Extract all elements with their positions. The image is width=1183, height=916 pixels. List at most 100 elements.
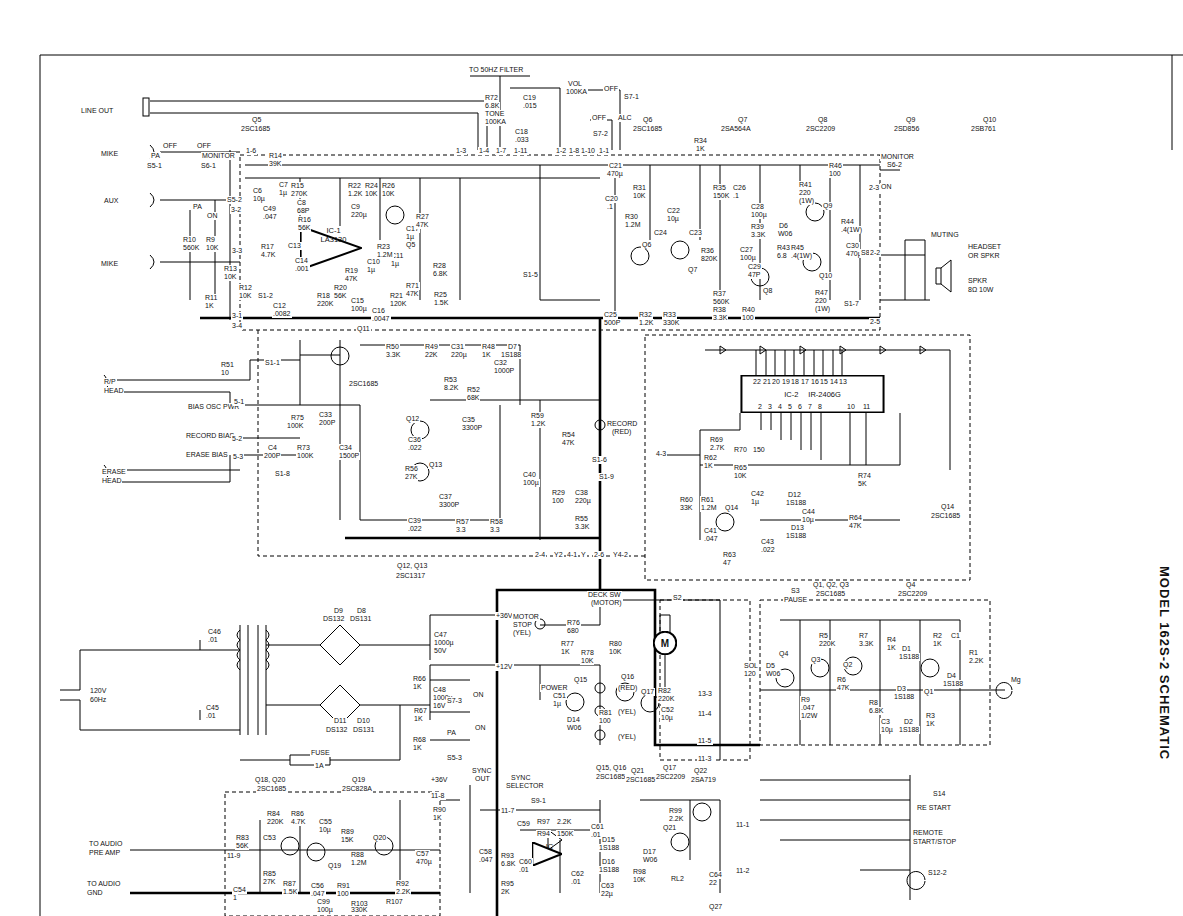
component-label: 1.2K	[347, 190, 363, 198]
component-label: 8	[817, 403, 823, 411]
component-label: 680	[566, 627, 580, 635]
component-label: R19	[344, 267, 359, 275]
component-label: 1-2	[555, 147, 567, 155]
component-label: 10K	[223, 273, 237, 281]
component-label: Q13	[428, 461, 443, 469]
component-label: 2SC2209	[655, 773, 686, 781]
component-label: 330K	[662, 319, 680, 327]
component-label: 3.3	[489, 526, 501, 534]
component-label: R69	[709, 436, 724, 444]
component-label: 6.8K	[484, 102, 500, 110]
component-label: 68K	[466, 394, 480, 402]
component-label: 150K	[556, 830, 574, 838]
component-label: 3-3	[231, 247, 243, 255]
component-label: Q17	[640, 688, 655, 696]
component-label: 1.2M	[624, 221, 642, 229]
component-label: 10µ	[666, 215, 680, 223]
component-label: 10µ	[801, 516, 815, 524]
component-label: 10K	[238, 292, 252, 300]
component-label: S6-2	[886, 161, 903, 169]
component-label: C21	[608, 162, 623, 170]
component-label: 100µ	[350, 305, 368, 313]
component-label: 220µ	[574, 497, 592, 505]
component-label: R53	[443, 376, 458, 384]
component-label: R72	[484, 94, 499, 102]
component-label: D13	[790, 524, 805, 532]
component-label: C46	[207, 628, 222, 636]
component-label: 1µ	[278, 189, 288, 197]
component-label: W06	[566, 724, 582, 732]
component-label: D1	[901, 645, 912, 653]
component-label: 100KA	[565, 88, 588, 96]
component-label: 5-2	[231, 435, 243, 443]
component-label: R59	[530, 412, 545, 420]
component-label: 220µ	[450, 351, 468, 359]
component-label: R95	[500, 880, 515, 888]
component-label: 100µ	[522, 479, 540, 487]
component-label: R50	[385, 343, 400, 351]
component-label: (YEL)	[512, 629, 532, 637]
component-label: R12	[238, 284, 253, 292]
component-label: .022	[407, 444, 423, 452]
component-label: 3-2	[230, 206, 242, 214]
component-label: R81	[598, 709, 613, 717]
component-label: 16V	[432, 702, 446, 710]
component-label: D3	[896, 685, 907, 693]
component-label: 1-4	[478, 147, 490, 155]
diagram-title: MODEL 162S-2 SCHEMATIC	[1157, 566, 1172, 760]
component-label: 47K	[344, 275, 358, 283]
component-label: 4-1	[566, 551, 578, 559]
component-label: .047	[262, 213, 278, 221]
component-label: 47	[722, 559, 732, 567]
component-label: C51	[552, 692, 567, 700]
component-label: C24	[653, 229, 668, 237]
component-label: Q22	[693, 767, 708, 775]
component-label: PA	[192, 203, 203, 211]
component-label: .01	[518, 866, 530, 874]
component-label: R92	[395, 880, 410, 888]
component-label: R30	[624, 213, 639, 221]
component-label: .01	[207, 636, 219, 644]
component-label: Q1	[923, 688, 934, 696]
signal-wire	[60, 76, 1012, 900]
component-label: R77	[560, 640, 575, 648]
component-label: D17	[642, 848, 657, 856]
component-label: C56	[310, 882, 325, 890]
component-label: .01	[205, 712, 217, 720]
component-label: C52	[660, 706, 675, 714]
component-label: REMOTE	[912, 829, 944, 837]
component-label: 56K	[297, 224, 311, 232]
component-label: POWER	[540, 684, 568, 692]
component-label: 47K	[405, 290, 419, 298]
component-label: R60	[679, 496, 694, 504]
component-label: 470µ	[415, 858, 433, 866]
component-label: DS131	[352, 726, 375, 734]
component-label: C41	[703, 527, 718, 535]
component-label: Y4-2	[612, 551, 629, 559]
component-label: R11	[204, 294, 218, 302]
component-label: R25	[433, 291, 448, 299]
component-label: C14	[294, 257, 309, 265]
motor-symbol: M	[653, 631, 677, 655]
component-label: +36V	[430, 776, 449, 784]
component-label: S1-8	[274, 470, 291, 478]
component-label: C7	[278, 181, 289, 189]
component-label: D15	[601, 836, 616, 844]
component-label: R14	[268, 152, 283, 160]
component-label: 220	[814, 297, 828, 305]
component-label: D8	[356, 607, 367, 615]
component-label: 1µ	[405, 233, 415, 241]
component-label: 56K	[333, 292, 347, 300]
component-label: 2SC1685	[348, 380, 379, 388]
component-label: (RED)	[617, 684, 638, 692]
component-label: R99	[668, 807, 683, 815]
component-label: 2SC2209	[805, 125, 836, 133]
component-label: R35	[712, 184, 727, 192]
component-label: START/STOP	[912, 838, 957, 846]
component-label: 1K	[432, 814, 443, 822]
component-label: DECK SW	[587, 591, 622, 599]
component-label: 100	[551, 497, 565, 505]
component-label: 100µ	[739, 254, 757, 262]
component-label: R43	[776, 244, 791, 252]
